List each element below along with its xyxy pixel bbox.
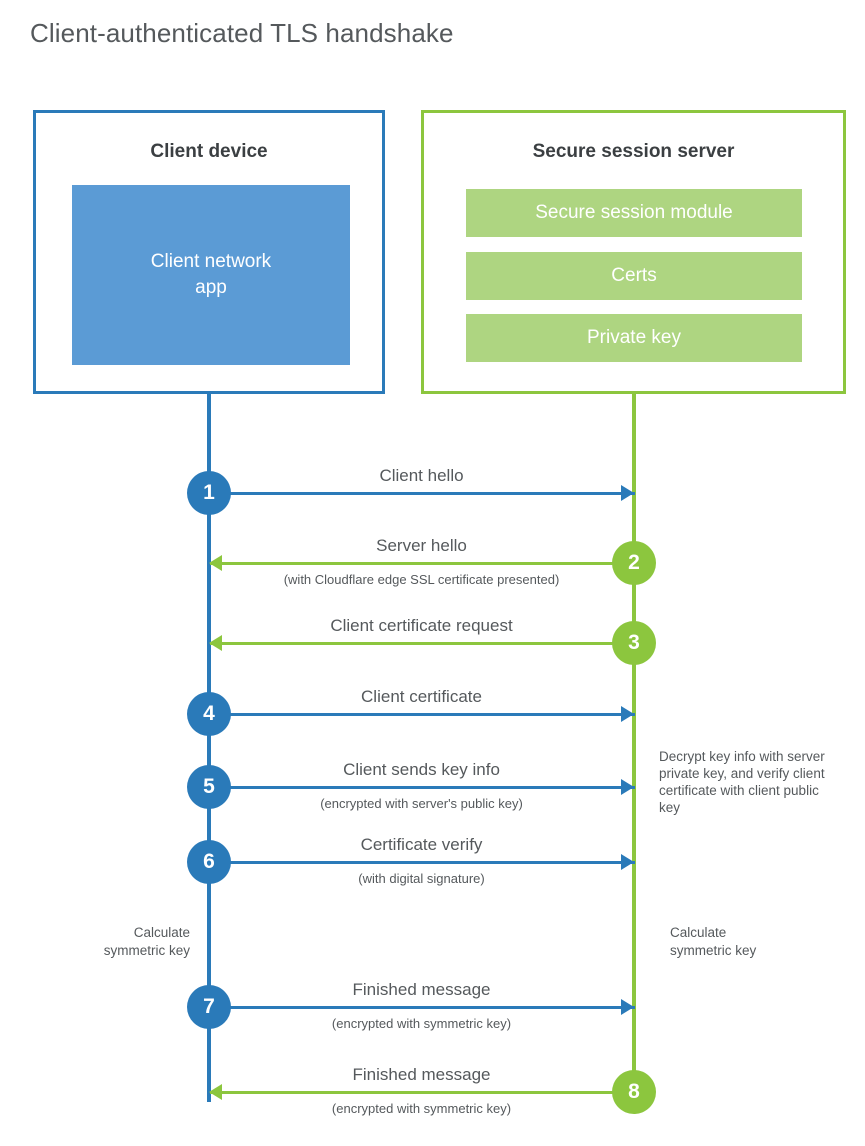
- arrow-head-step-5: [621, 779, 634, 795]
- server-component-certs: Certs: [466, 252, 802, 300]
- server-component-label: Private key: [587, 327, 681, 348]
- arrow-line-step-1: [210, 492, 635, 495]
- secure-session-server-title: Secure session server: [532, 141, 735, 162]
- step-circle-3[interactable]: 3: [612, 621, 656, 665]
- step-circle-6[interactable]: 6: [187, 840, 231, 884]
- message-sublabel-step-5: (encrypted with server's public key): [320, 796, 523, 811]
- arrow-head-step-6: [621, 854, 634, 870]
- client-lifeline: [207, 392, 211, 1102]
- message-sublabel-step-7: (encrypted with symmetric key): [331, 1016, 512, 1031]
- message-sublabel-step-8: (encrypted with symmetric key): [331, 1101, 512, 1116]
- note-decrypt-key-info: Decrypt key info with server private key…: [659, 749, 825, 815]
- arrow-head-step-2: [209, 555, 222, 571]
- message-label-step-1: Client hello: [379, 466, 464, 485]
- message-label-step-2: Server hello: [376, 536, 467, 555]
- message-sublabel-step-6: (with digital signature): [358, 871, 485, 886]
- arrow-head-step-8: [209, 1084, 222, 1100]
- message-label-step-6: Certificate verify: [360, 835, 483, 854]
- step-circle-8[interactable]: 8: [612, 1070, 656, 1114]
- server-component-secure-session-module: Secure session module: [466, 189, 802, 237]
- message-label-step-5: Client sends key info: [343, 760, 500, 779]
- client-device-title: Client device: [150, 141, 268, 162]
- message-label-step-3: Client certificate request: [330, 616, 513, 635]
- arrow-line-step-6: [210, 861, 635, 864]
- arrow-head-step-3: [209, 635, 222, 651]
- server-component-label: Secure session module: [535, 202, 733, 223]
- secure-session-server-box: Secure session server Secure session mod…: [421, 110, 846, 394]
- server-lifeline: [632, 392, 636, 1092]
- server-component-label: Certs: [611, 265, 657, 286]
- server-component-private-key: Private key: [466, 314, 802, 362]
- message-label-step-8: Finished message: [352, 1065, 491, 1084]
- step-circle-7[interactable]: 7: [187, 985, 231, 1029]
- step-circle-1[interactable]: 1: [187, 471, 231, 515]
- message-sublabel-step-2: (with Cloudflare edge SSL certificate pr…: [283, 572, 560, 587]
- arrow-line-step-7: [210, 1006, 635, 1009]
- arrow-line-step-4: [210, 713, 635, 716]
- arrow-line-step-2: [210, 562, 635, 565]
- page-title: Client-authenticated TLS handshake: [30, 18, 454, 48]
- step-circle-2[interactable]: 2: [612, 541, 656, 585]
- step-circle-5[interactable]: 5: [187, 765, 231, 809]
- arrow-line-step-8: [210, 1091, 635, 1094]
- arrow-line-step-3: [210, 642, 635, 645]
- arrow-head-step-1: [621, 485, 634, 501]
- arrow-line-step-5: [210, 786, 635, 789]
- message-label-step-4: Client certificate: [361, 687, 482, 706]
- message-label-step-7: Finished message: [352, 980, 491, 999]
- step-circle-4[interactable]: 4: [187, 692, 231, 736]
- arrow-head-step-7: [621, 999, 634, 1015]
- arrow-head-step-4: [621, 706, 634, 722]
